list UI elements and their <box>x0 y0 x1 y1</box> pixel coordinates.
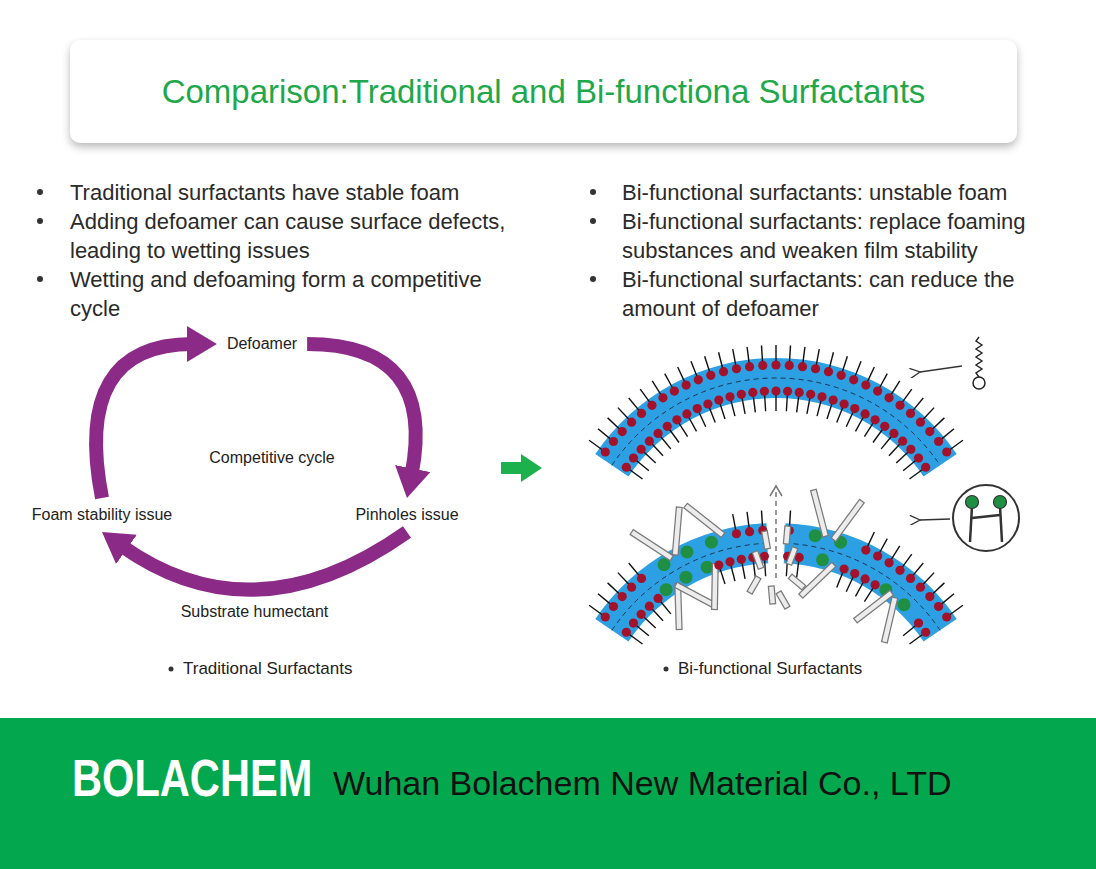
bullet-text: Bi-functional surfactants: unstable foam <box>622 178 1062 207</box>
cycle-center-label: Competitive cycle <box>209 449 334 467</box>
bullet-text: Adding defoamer can cause surface defect… <box>70 207 525 265</box>
brand-logo: BOLACHEM <box>72 748 312 808</box>
cycle-node: Pinholes issue <box>351 504 462 526</box>
title-box: Comparison:Traditional and Bi-functiona … <box>70 40 1017 143</box>
membrane-arcs <box>589 345 963 644</box>
cycle-node: Defoamer <box>223 333 301 355</box>
company-name: Wuhan Bolachem New Material Co., LTD <box>333 764 952 803</box>
transition-arrow <box>501 454 542 482</box>
node-text: Defoamer <box>227 335 297 353</box>
node-text: Foam stability issue <box>32 506 173 524</box>
cycle-arrow <box>96 344 193 498</box>
title-text: Comparison:Traditional and Bi-functiona … <box>162 73 926 111</box>
node-text: Pinholes issue <box>355 506 458 524</box>
bullet-text: Bi-functional surfactants: can reduce th… <box>622 265 1062 323</box>
bullet-dots <box>37 189 669 672</box>
escape-arrow <box>775 486 777 578</box>
bullet-text: Traditional surfactants have stable foam <box>70 178 525 207</box>
cycle-arrow <box>122 532 407 590</box>
panel-caption: Bi-functional Surfactants <box>678 659 862 679</box>
surfactant-callout <box>920 337 985 389</box>
panel-caption: Traditional Surfactants <box>183 659 352 679</box>
edge-label: Substrate humectant <box>178 603 332 621</box>
bifunctional-callout <box>920 485 1019 551</box>
bullet-text: Bi-functional surfactants: replace foami… <box>622 207 1062 265</box>
bullet-text: Wetting and defoaming form a competitive… <box>70 265 525 323</box>
cycle-node: Foam stability issue <box>28 504 177 526</box>
